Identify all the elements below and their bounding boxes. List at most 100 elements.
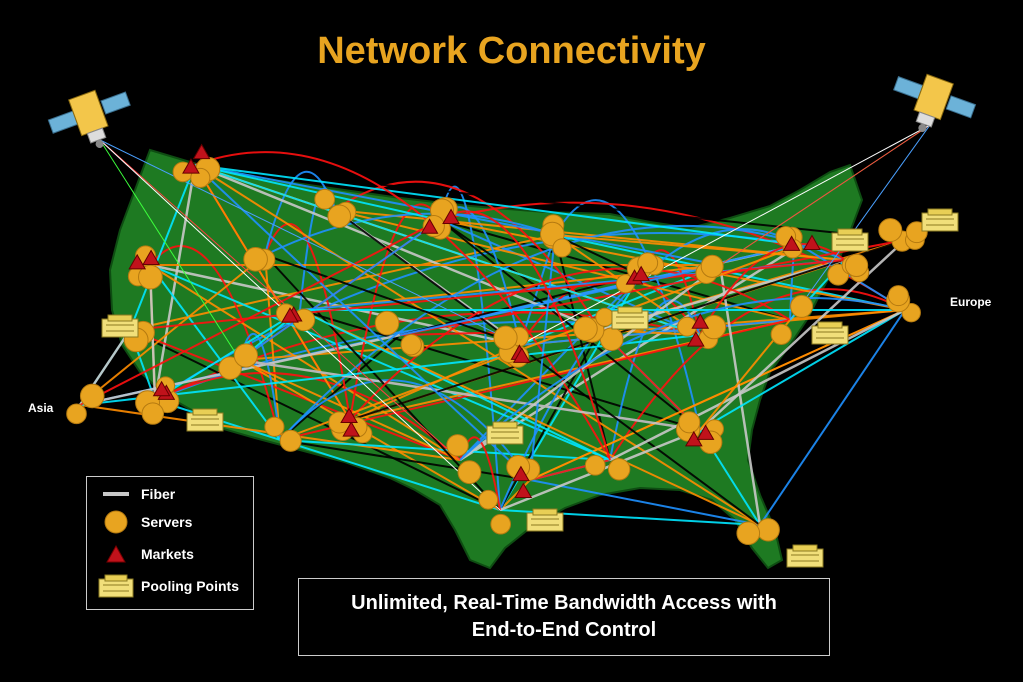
- network-link: [529, 479, 761, 526]
- network-link: [149, 264, 461, 461]
- satellite-beam: [789, 124, 931, 321]
- network-link: [239, 219, 441, 361]
- asia-label: Asia: [28, 401, 54, 415]
- network-link: [699, 309, 906, 431]
- server-node: [770, 323, 792, 345]
- network-link: [264, 254, 521, 346]
- network-link: [194, 164, 721, 266]
- network-link: [194, 164, 701, 336]
- server-node: [374, 310, 400, 336]
- server-node: [66, 403, 87, 425]
- market-node: [782, 235, 801, 251]
- europe-label: Europe: [950, 295, 992, 309]
- network-link: [149, 264, 281, 441]
- market-node: [420, 218, 439, 234]
- network-link: [194, 163, 601, 332]
- network-link: [439, 219, 701, 431]
- legend-item-servers: Servers: [97, 509, 192, 535]
- satellite-beam: [519, 124, 931, 346]
- pooling-point: [486, 421, 524, 445]
- network-link: [334, 209, 846, 261]
- market-node: [803, 234, 821, 250]
- server-node: [552, 238, 572, 258]
- pooling-point: [101, 314, 139, 338]
- network-link: [299, 309, 761, 526]
- market-node: [281, 307, 299, 323]
- network-link: [279, 334, 401, 441]
- network-link: [349, 267, 791, 421]
- server-circle-icon: [104, 510, 128, 534]
- server-node: [264, 416, 285, 437]
- market-node: [128, 253, 147, 270]
- server-node: [756, 518, 780, 542]
- pooling-point: [786, 544, 824, 568]
- server-node: [400, 334, 422, 356]
- network-link: [153, 164, 197, 401]
- server-node: [218, 356, 242, 380]
- network-link: [759, 309, 906, 526]
- pooling-point: [921, 208, 959, 232]
- server-node: [573, 316, 598, 342]
- market-node: [686, 331, 705, 347]
- network-link: [129, 329, 501, 511]
- pooling-point: [811, 321, 849, 345]
- server-node: [584, 455, 606, 476]
- network-link: [439, 219, 701, 336]
- network-link: [264, 223, 351, 421]
- market-node: [512, 465, 530, 482]
- server-node: [327, 204, 352, 229]
- network-link: [79, 219, 441, 406]
- server-node: [637, 252, 659, 274]
- satellite-beam: [99, 139, 521, 346]
- legend-label: Servers: [141, 514, 193, 530]
- server-node: [493, 325, 518, 350]
- network-link: [194, 164, 531, 481]
- network-link: [349, 239, 906, 421]
- caption-box: Unlimited, Real-Time Bandwidth Access wi…: [298, 578, 830, 656]
- pooling-point: [611, 306, 649, 330]
- server-node: [141, 402, 165, 425]
- server-node: [478, 489, 499, 510]
- market-node: [340, 407, 358, 423]
- network-link: [239, 309, 906, 361]
- network-link: [149, 264, 611, 461]
- server-node: [138, 264, 163, 290]
- server-node: [887, 285, 909, 307]
- network-link: [399, 264, 721, 336]
- fiber-line-icon: [103, 492, 129, 496]
- satellite-beam: [99, 139, 461, 461]
- network-link: [399, 274, 641, 336]
- network-link: [154, 371, 461, 461]
- server-node: [678, 411, 701, 434]
- satellite-beam: [99, 139, 241, 361]
- server-node: [457, 460, 482, 485]
- network-link: [609, 299, 701, 461]
- server-node: [490, 513, 512, 535]
- server-node: [878, 218, 903, 243]
- server-node: [595, 307, 615, 327]
- legend-item-markets: Markets: [97, 541, 194, 567]
- satellite-beam: [719, 124, 931, 266]
- market-node: [182, 158, 200, 174]
- network-link: [699, 243, 846, 336]
- network-link: [609, 288, 906, 461]
- market-node: [514, 482, 533, 498]
- server-node: [844, 253, 869, 278]
- network-link: [79, 334, 701, 406]
- network-link: [239, 358, 701, 432]
- market-node: [696, 424, 715, 440]
- satellite-icon: [47, 89, 131, 148]
- pooling-point: [526, 508, 564, 532]
- server-node: [243, 246, 268, 272]
- network-link: [699, 239, 906, 431]
- network-link: [439, 210, 611, 461]
- page-title: Network Connectivity: [317, 30, 706, 72]
- satellite-icon: [893, 73, 977, 132]
- network-link: [194, 151, 611, 461]
- legend: Fiber Servers Markets Pooling Points: [86, 476, 254, 610]
- server-node: [446, 434, 469, 457]
- market-node: [152, 380, 171, 397]
- network-link: [129, 164, 196, 331]
